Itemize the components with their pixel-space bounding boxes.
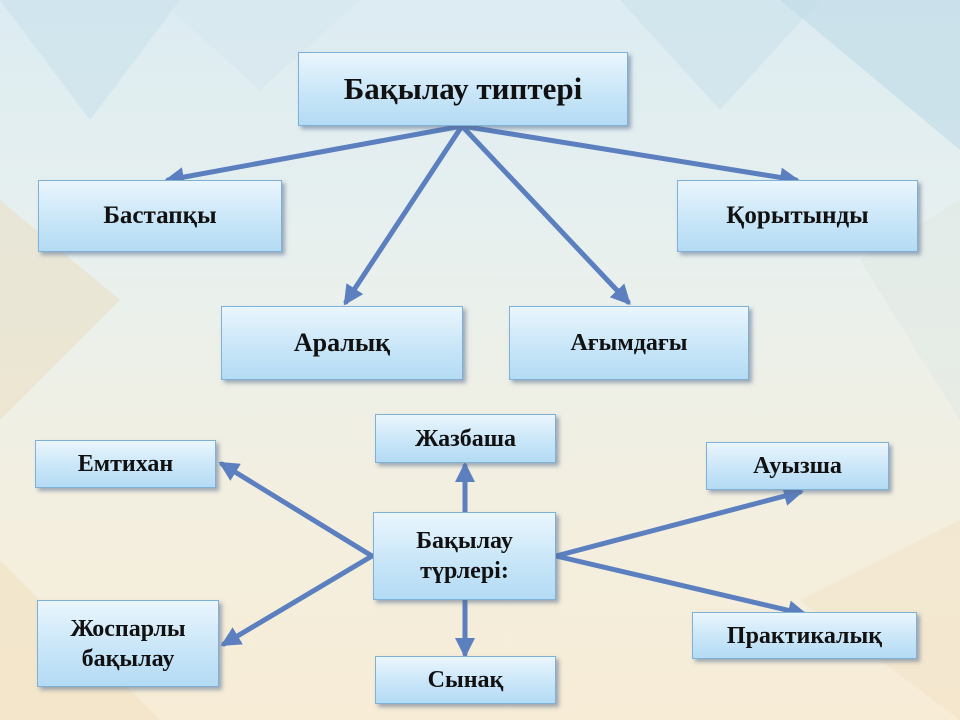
arrow-to-emtikhan	[218, 461, 375, 559]
node-auyzsha: Ауызша	[706, 442, 889, 490]
node-synaq: Сынақ	[375, 656, 556, 704]
node-bastapky: Бастапқы	[38, 180, 282, 252]
arrow-to-zhosparly	[220, 553, 375, 647]
arrow-to-praktikalyq	[553, 553, 808, 621]
node-aralyq: Аралық	[221, 306, 463, 380]
node-qorytyndy: Қорытынды	[677, 180, 918, 252]
node-praktikalyq: Практикалық	[692, 612, 917, 659]
arrow-to-bastapky	[164, 123, 465, 187]
center-node: Бақылау түрлері:	[373, 512, 556, 600]
node-zhosparly-baqylau: Жоспарлы бақылау	[37, 600, 219, 687]
node-agymdagy: Ағымдағы	[509, 306, 749, 380]
arrow-to-agymdagy	[459, 123, 631, 305]
node-emtikhan: Емтихан	[35, 440, 216, 488]
arrow-to-aralyq	[343, 123, 465, 306]
node-zhazbasha: Жазбаша	[375, 414, 556, 463]
arrow-to-auyzsha	[553, 486, 804, 559]
arrow-to-qorytyndy	[459, 123, 800, 188]
title-box: Бақылау типтері	[298, 52, 628, 126]
